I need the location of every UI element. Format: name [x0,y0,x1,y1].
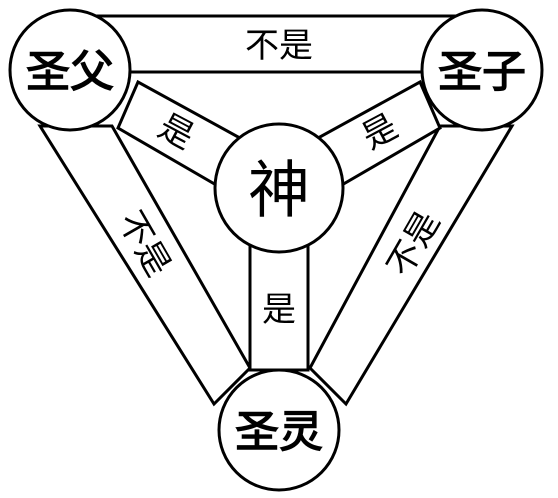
node-god-label: 神 [248,154,310,227]
edge-spirit-god-label: 是 [262,290,296,330]
node-father-label: 圣父 [26,47,114,98]
edge-father-son-label: 不是 [245,26,313,66]
node-son-label: 圣子 [438,47,526,98]
node-son-circle [420,8,544,132]
node-god-circle [213,122,345,254]
node-father-circle [8,8,132,132]
node-spirit-label: 圣灵 [235,407,323,458]
node-spirit-circle [217,368,341,492]
